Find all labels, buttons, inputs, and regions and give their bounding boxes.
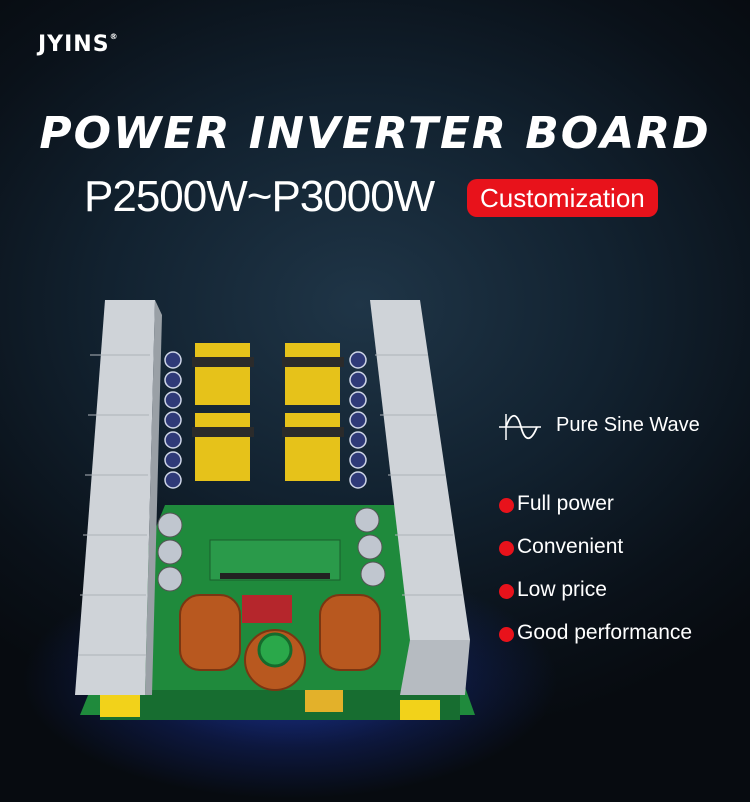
waveform-label: Pure Sine Wave bbox=[556, 414, 700, 436]
feature-label: Full power bbox=[517, 492, 614, 515]
feature-label: Low price bbox=[517, 578, 607, 601]
capacitors bbox=[164, 351, 367, 489]
right-heatsink bbox=[370, 300, 470, 695]
brand-logo: JYINS® bbox=[38, 32, 119, 57]
feature-label: Convenient bbox=[517, 535, 624, 558]
brand-name: JYINS bbox=[38, 32, 110, 57]
inverter-board-image bbox=[75, 300, 475, 720]
feature-item: Convenient bbox=[499, 535, 692, 578]
feature-label: Good performance bbox=[517, 621, 693, 644]
left-heatsink bbox=[75, 300, 162, 695]
bullet-dot-icon bbox=[499, 498, 514, 513]
feature-item: Good performance bbox=[499, 621, 692, 664]
bullet-dot-icon bbox=[499, 541, 514, 556]
transformers bbox=[192, 343, 344, 481]
customization-badge: Customization bbox=[467, 179, 658, 217]
model-range: P2500W~P3000W bbox=[84, 172, 435, 221]
trademark-mark: ® bbox=[109, 32, 119, 41]
sine-wave-icon bbox=[499, 414, 541, 440]
bullet-dot-icon bbox=[499, 584, 514, 599]
feature-item: Full power bbox=[499, 492, 692, 535]
feature-list: Full power Convenient Low price Good per… bbox=[499, 492, 692, 664]
bullet-dot-icon bbox=[499, 627, 514, 642]
page-title: POWER INVERTER BOARD bbox=[39, 108, 711, 159]
feature-item: Low price bbox=[499, 578, 692, 621]
